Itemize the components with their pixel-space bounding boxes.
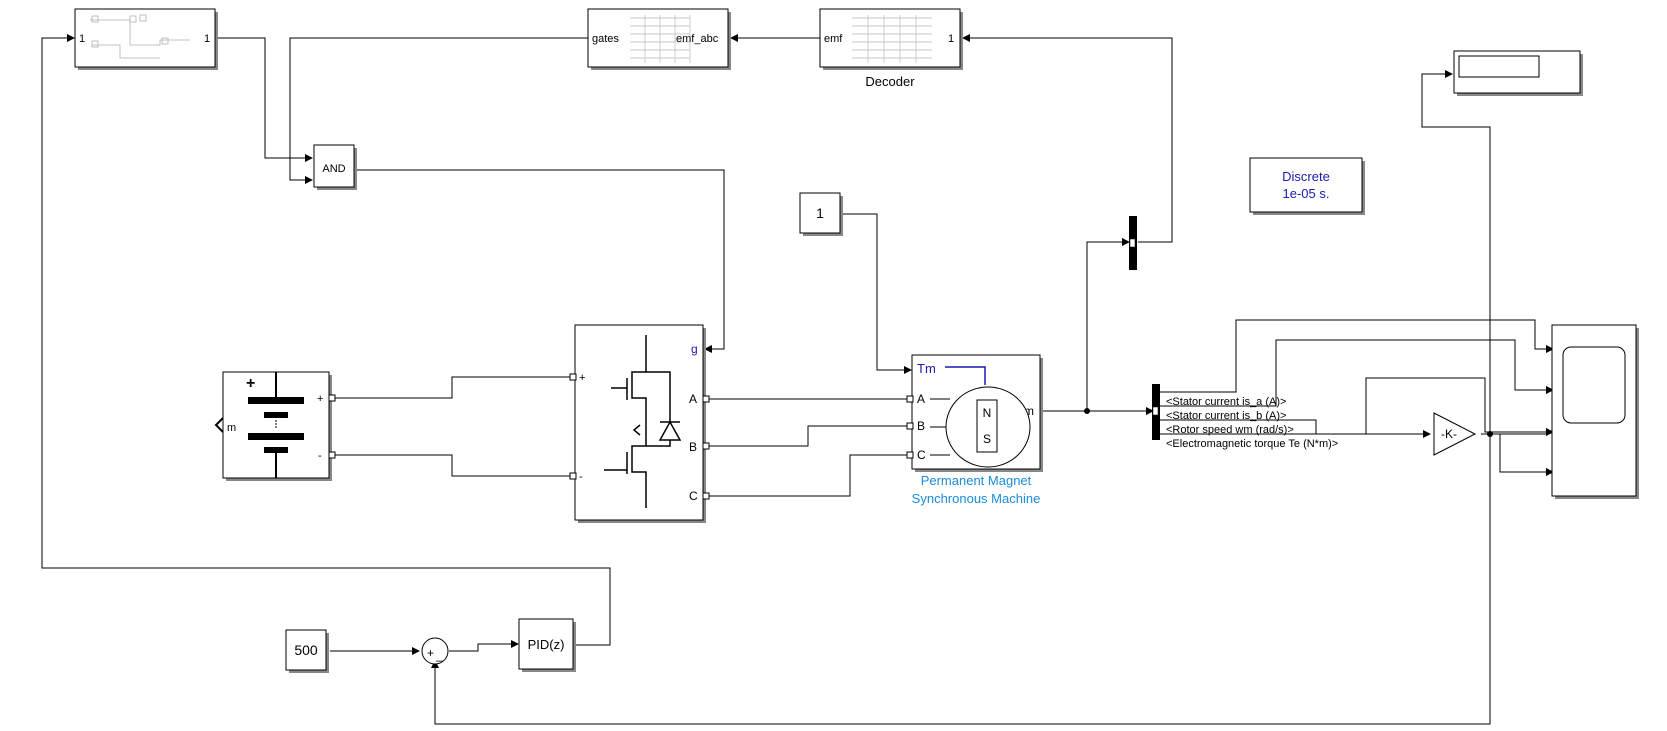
constant-500-block[interactable]: 500	[285, 629, 329, 673]
subsystem-in-port: 1	[79, 33, 85, 45]
battery-plus-sign: +	[246, 375, 255, 392]
inverter-block[interactable]: + - g A B C	[569, 324, 710, 523]
decoder-label: Decoder	[865, 74, 915, 89]
wire-battery-plus	[333, 376, 570, 399]
constant-one-value: 1	[816, 205, 824, 221]
pmsm-block[interactable]: Tm A B C m N S Permanent Magnet Synchron…	[906, 354, 1043, 506]
inverter-logic-block[interactable]: gates emf_abc	[587, 8, 731, 70]
display-block[interactable]	[1453, 50, 1583, 96]
decoder-block[interactable]: emf 1 Decoder	[819, 8, 963, 89]
sum-plus: +	[427, 646, 434, 660]
subsystem-block[interactable]: 1 1	[74, 8, 218, 70]
wire-bus-out-2	[1160, 339, 1548, 407]
wire-mux-to-decoder	[968, 37, 1173, 243]
display-readout	[1458, 55, 1540, 78]
junction-dot	[1084, 408, 1090, 414]
scope-block[interactable]	[1551, 324, 1639, 499]
pmsm-label-2: Synchronous Machine	[912, 491, 1041, 506]
bus-signal-1: <Stator current is_a (A)>	[1166, 396, 1286, 408]
wire-battery-minus	[333, 454, 570, 477]
logic-in-port: gates	[592, 33, 619, 45]
and-label: AND	[322, 163, 345, 175]
wire-phase-c	[706, 454, 908, 497]
decoder-in-port: emf	[824, 33, 843, 45]
solver-block[interactable]: Discrete 1e-05 s.	[1249, 157, 1365, 215]
battery-m-port: m	[227, 422, 236, 434]
pmsm-port-m: m	[1024, 404, 1034, 418]
wire-sum-to-pid	[449, 643, 513, 652]
wire-subsystem-to-and	[217, 37, 308, 159]
wire-pid-to-subsystem	[41, 37, 611, 646]
constant-500-value: 500	[294, 642, 318, 658]
pmsm-port-tm: Tm	[917, 361, 936, 376]
wire-logic-to-and	[289, 37, 588, 181]
wire-and-to-inverter	[357, 169, 725, 350]
battery-port-minus: -	[318, 450, 322, 462]
battery-port-plus: +	[317, 393, 323, 405]
wire-bus-out-1	[1160, 319, 1548, 393]
wire-gain-out	[1481, 433, 1548, 473]
decoder-thumbnail	[852, 15, 932, 63]
inverter-port-a: A	[689, 392, 697, 406]
inverter-port-minus: -	[579, 471, 583, 483]
bus-signal-4: <Electromagnetic torque Te (N*m)>	[1166, 438, 1338, 450]
subsystem-thumbnail	[90, 14, 190, 59]
scope-screen-icon	[1562, 346, 1626, 424]
pmsm-port-b: B	[917, 419, 925, 433]
and-block[interactable]: AND	[313, 144, 357, 190]
inverter-port-b: B	[689, 440, 697, 454]
wire-gain-to-display	[1421, 73, 1491, 434]
decoder-out-port: 1	[948, 33, 954, 45]
constant-one-block[interactable]: 1	[799, 192, 843, 236]
pid-block[interactable]: PID(z)	[518, 618, 576, 672]
inverter-port-plus: +	[579, 372, 585, 384]
bus-signal-3: <Rotor speed wm (rad/s)>	[1166, 424, 1294, 436]
pid-label: PID(z)	[528, 637, 565, 652]
battery-block[interactable]: + m + -	[214, 371, 336, 481]
solver-line2: 1e-05 s.	[1283, 186, 1330, 201]
wire-phase-b	[706, 425, 908, 447]
rotor-s: S	[983, 432, 991, 446]
wire-m-to-mux	[1086, 241, 1124, 411]
logic-thumbnail	[630, 15, 691, 63]
pmsm-label-1: Permanent Magnet	[921, 473, 1032, 488]
gain-block[interactable]: -K-	[1433, 412, 1477, 456]
igbt-symbol-icon	[604, 335, 682, 508]
wire-gain-feedback	[434, 434, 1491, 725]
bus-selector-block[interactable]: <Stator current is_a (A)> <Stator curren…	[1152, 384, 1338, 450]
logic-out-port: emf_abc	[676, 33, 719, 45]
wire-bus-out-3	[1160, 419, 1425, 435]
rotor-n: N	[983, 406, 992, 420]
wire-bus-out-4	[1160, 377, 1548, 435]
subsystem-out-port: 1	[204, 33, 210, 45]
pmsm-port-a: A	[917, 392, 925, 406]
mux-block[interactable]	[1129, 216, 1137, 270]
sum-minus: _	[435, 648, 443, 662]
sum-block[interactable]: + _	[421, 637, 449, 665]
bus-signal-2: <Stator current is_b (A)>	[1166, 410, 1286, 422]
inverter-port-g: g	[691, 342, 698, 356]
wire-const-to-tm	[842, 213, 906, 371]
solver-line1: Discrete	[1282, 169, 1330, 184]
pmsm-port-c: C	[917, 448, 926, 462]
gain-label: -K-	[1441, 427, 1457, 441]
inverter-port-c: C	[689, 489, 698, 503]
